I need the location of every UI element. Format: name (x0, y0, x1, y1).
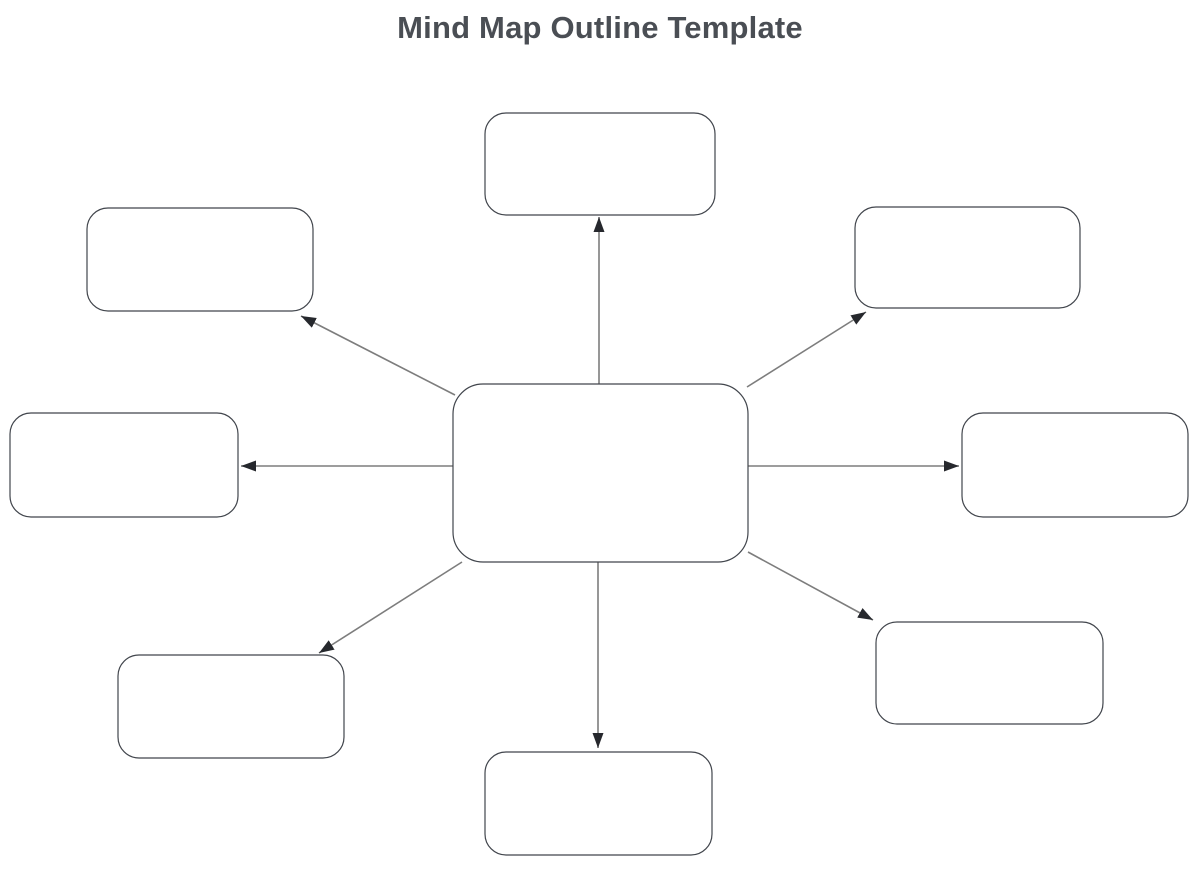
branch-box-left[interactable] (9, 412, 239, 518)
connector-central-to-bottom-right (747, 551, 874, 621)
page-title: Mind Map Outline Template (397, 10, 803, 45)
branch-box-right-shape[interactable] (961, 412, 1189, 518)
branch-box-top[interactable] (484, 112, 716, 216)
branch-box-bottom-left[interactable] (117, 654, 345, 759)
branch-box-top-left-shape[interactable] (86, 207, 314, 312)
branch-box-bottom-left-shape[interactable] (117, 654, 345, 759)
branch-box-top-right-shape[interactable] (854, 206, 1081, 309)
branch-box-bottom[interactable] (484, 751, 713, 856)
branch-box-bottom-right-shape[interactable] (875, 621, 1104, 725)
connector-central-to-bottom-left (318, 561, 463, 654)
connector-central-to-top-right (746, 311, 867, 388)
connector-central-to-top-left (300, 315, 456, 396)
branch-box-bottom-shape[interactable] (484, 751, 713, 856)
branch-box-top-right[interactable] (854, 206, 1081, 309)
branch-box-top-shape[interactable] (484, 112, 716, 216)
central-topic-box-shape[interactable] (452, 383, 749, 563)
branch-box-top-left[interactable] (86, 207, 314, 312)
branch-box-left-shape[interactable] (9, 412, 239, 518)
central-topic-box[interactable] (452, 383, 749, 563)
branch-box-right[interactable] (961, 412, 1189, 518)
branch-box-bottom-right[interactable] (875, 621, 1104, 725)
